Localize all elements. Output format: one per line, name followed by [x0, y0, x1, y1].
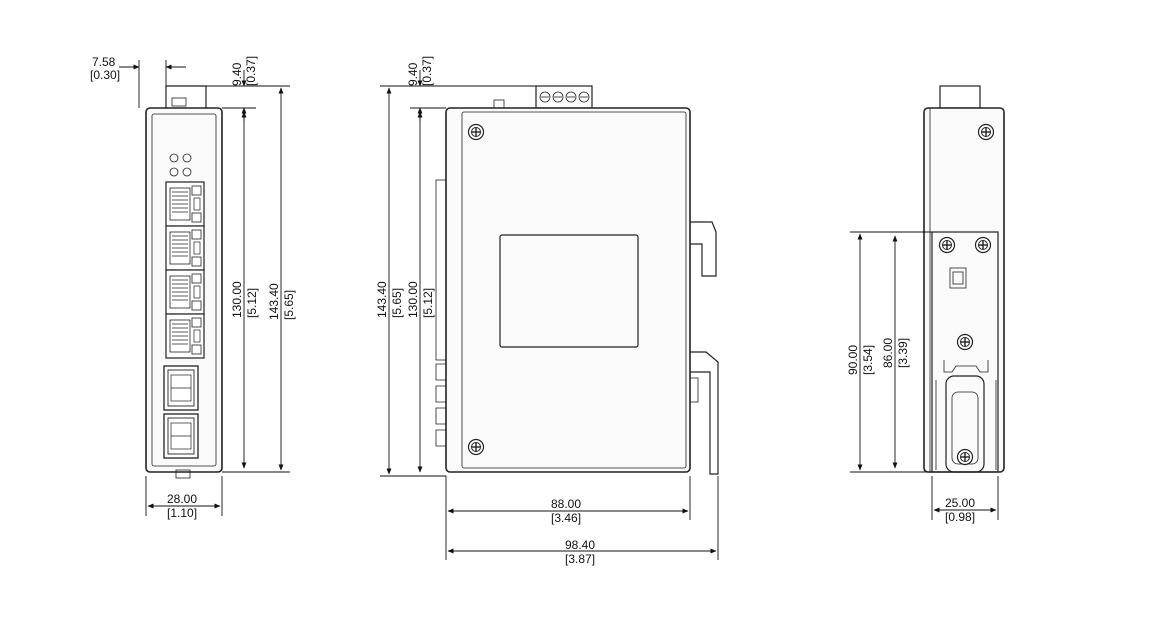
- led-indicators: [169, 153, 192, 177]
- front-body-height-inch: [5.12]: [245, 288, 259, 318]
- side-terminal-screws: [539, 91, 590, 103]
- front-terminal-tab: [171, 97, 187, 107]
- rear-latch: [945, 375, 985, 473]
- side-view: 9.40 [0.37] 143.40 [5.65] 130.00 [5.12] …: [375, 56, 719, 566]
- front-bottom-clip: [175, 469, 191, 479]
- label-window: [499, 234, 639, 348]
- din-clip-bottom: [690, 351, 719, 475]
- front-width-mm: 28.00: [167, 492, 197, 506]
- front-body-height-mm: 130.00: [230, 281, 244, 318]
- rear-slot: [949, 267, 967, 289]
- front-view: 7.58 [0.30] 9.40 [0.37] 130.00 [5.12] 14…: [90, 55, 296, 520]
- side-total-depth-mm: 98.40: [565, 538, 595, 552]
- rear-outer-height-mm: 90.00: [846, 345, 860, 375]
- front-width-inch: [1.10]: [167, 506, 197, 520]
- side-housing: [445, 107, 691, 473]
- front-gap-inch: [0.37]: [244, 56, 258, 86]
- rear-inner-height-inch: [3.39]: [896, 338, 910, 368]
- side-body-height-mm: 130.00: [406, 281, 420, 318]
- front-total-height-inch: [5.65]: [282, 290, 296, 320]
- rj45-ports: [165, 181, 205, 359]
- side-depth-inch: [3.46]: [551, 511, 581, 525]
- rear-width-mm: 25.00: [945, 496, 975, 510]
- side-total-height-inch: [5.65]: [390, 288, 404, 318]
- side-port-edge: [435, 179, 447, 361]
- rear-terminal-block: [939, 85, 981, 109]
- rear-inner-height-mm: 86.00: [881, 338, 895, 368]
- side-total-depth-inch: [3.87]: [565, 552, 595, 566]
- front-offset-mm: 7.58: [92, 55, 116, 69]
- front-gap-mm: 9.40: [230, 62, 244, 86]
- side-depth-mm: 88.00: [551, 497, 581, 511]
- front-offset-inch: [0.30]: [90, 68, 120, 82]
- rear-view: 90.00 [3.54] 86.00 [3.39] 25.00 [0.98]: [846, 85, 1005, 524]
- front-total-height-mm: 143.40: [267, 283, 281, 320]
- side-gap-mm: 9.40: [406, 62, 420, 86]
- din-clip-top: [690, 221, 717, 277]
- side-gap-inch: [0.37]: [420, 56, 434, 86]
- side-total-height-mm: 143.40: [375, 281, 389, 318]
- rear-width-inch: [0.98]: [945, 510, 975, 524]
- front-panel: [151, 113, 217, 467]
- rear-outer-height-inch: [3.54]: [861, 345, 875, 375]
- side-body-height-inch: [5.12]: [421, 288, 435, 318]
